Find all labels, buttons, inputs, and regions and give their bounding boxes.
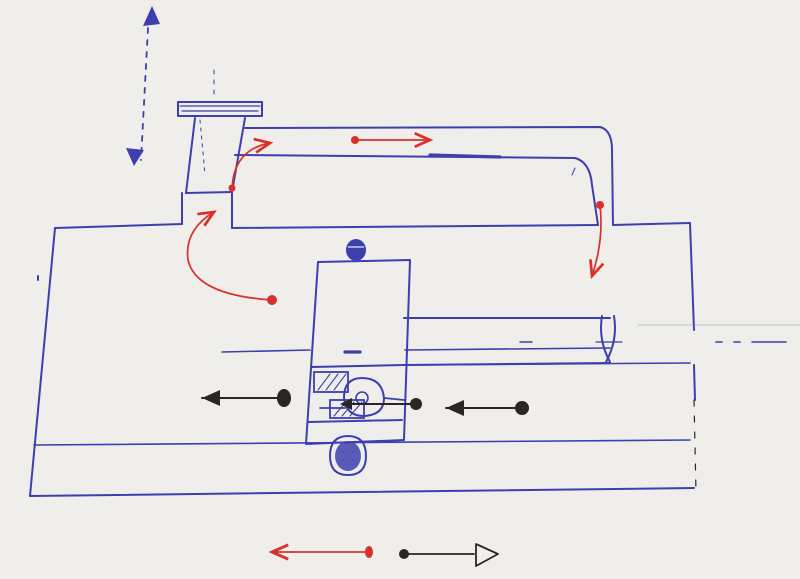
carriage-screw-bottom — [329, 435, 367, 476]
piston-plunger — [177, 69, 263, 225]
legend-arrows — [268, 543, 499, 567]
flow-arrow-dots — [228, 136, 604, 305]
sliding-carriage — [305, 259, 411, 445]
carriage-screw-top — [346, 239, 366, 261]
return-channel — [231, 126, 614, 229]
motion-arrows-black — [201, 389, 529, 416]
vertical-motion-arrow — [126, 6, 160, 166]
flow-arrows-red — [186, 131, 605, 301]
horizontal-rod — [403, 315, 800, 366]
